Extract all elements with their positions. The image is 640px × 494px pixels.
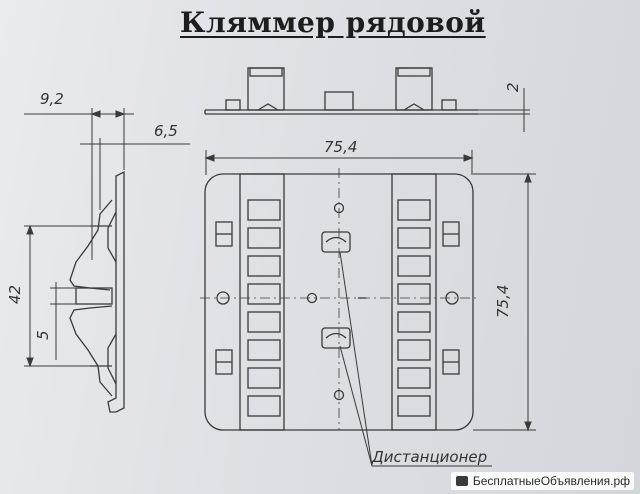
front-view-plate	[200, 168, 478, 431]
top-view	[204, 67, 530, 132]
drawing-title: Кляммер рядовой	[180, 6, 486, 39]
dim-side-outer: 9,2	[40, 90, 64, 108]
dim-side-step: 5	[34, 330, 52, 340]
dim-height: 75,4	[494, 285, 512, 318]
width-dimension-line	[204, 150, 474, 175]
dim-side-inner: 6,5	[154, 122, 178, 140]
dim-top-thickness: 2	[504, 82, 522, 92]
dim-side-length: 42	[6, 285, 24, 304]
height-dimension-line	[473, 172, 536, 432]
callout-leader	[339, 251, 492, 467]
side-view	[69, 170, 125, 413]
callout-label: Дистанционер	[371, 448, 487, 466]
dim-width: 75,4	[324, 138, 357, 156]
side-dimension-lines	[24, 108, 190, 368]
watermark: БесплатныеОбъявления.рф	[450, 472, 634, 490]
